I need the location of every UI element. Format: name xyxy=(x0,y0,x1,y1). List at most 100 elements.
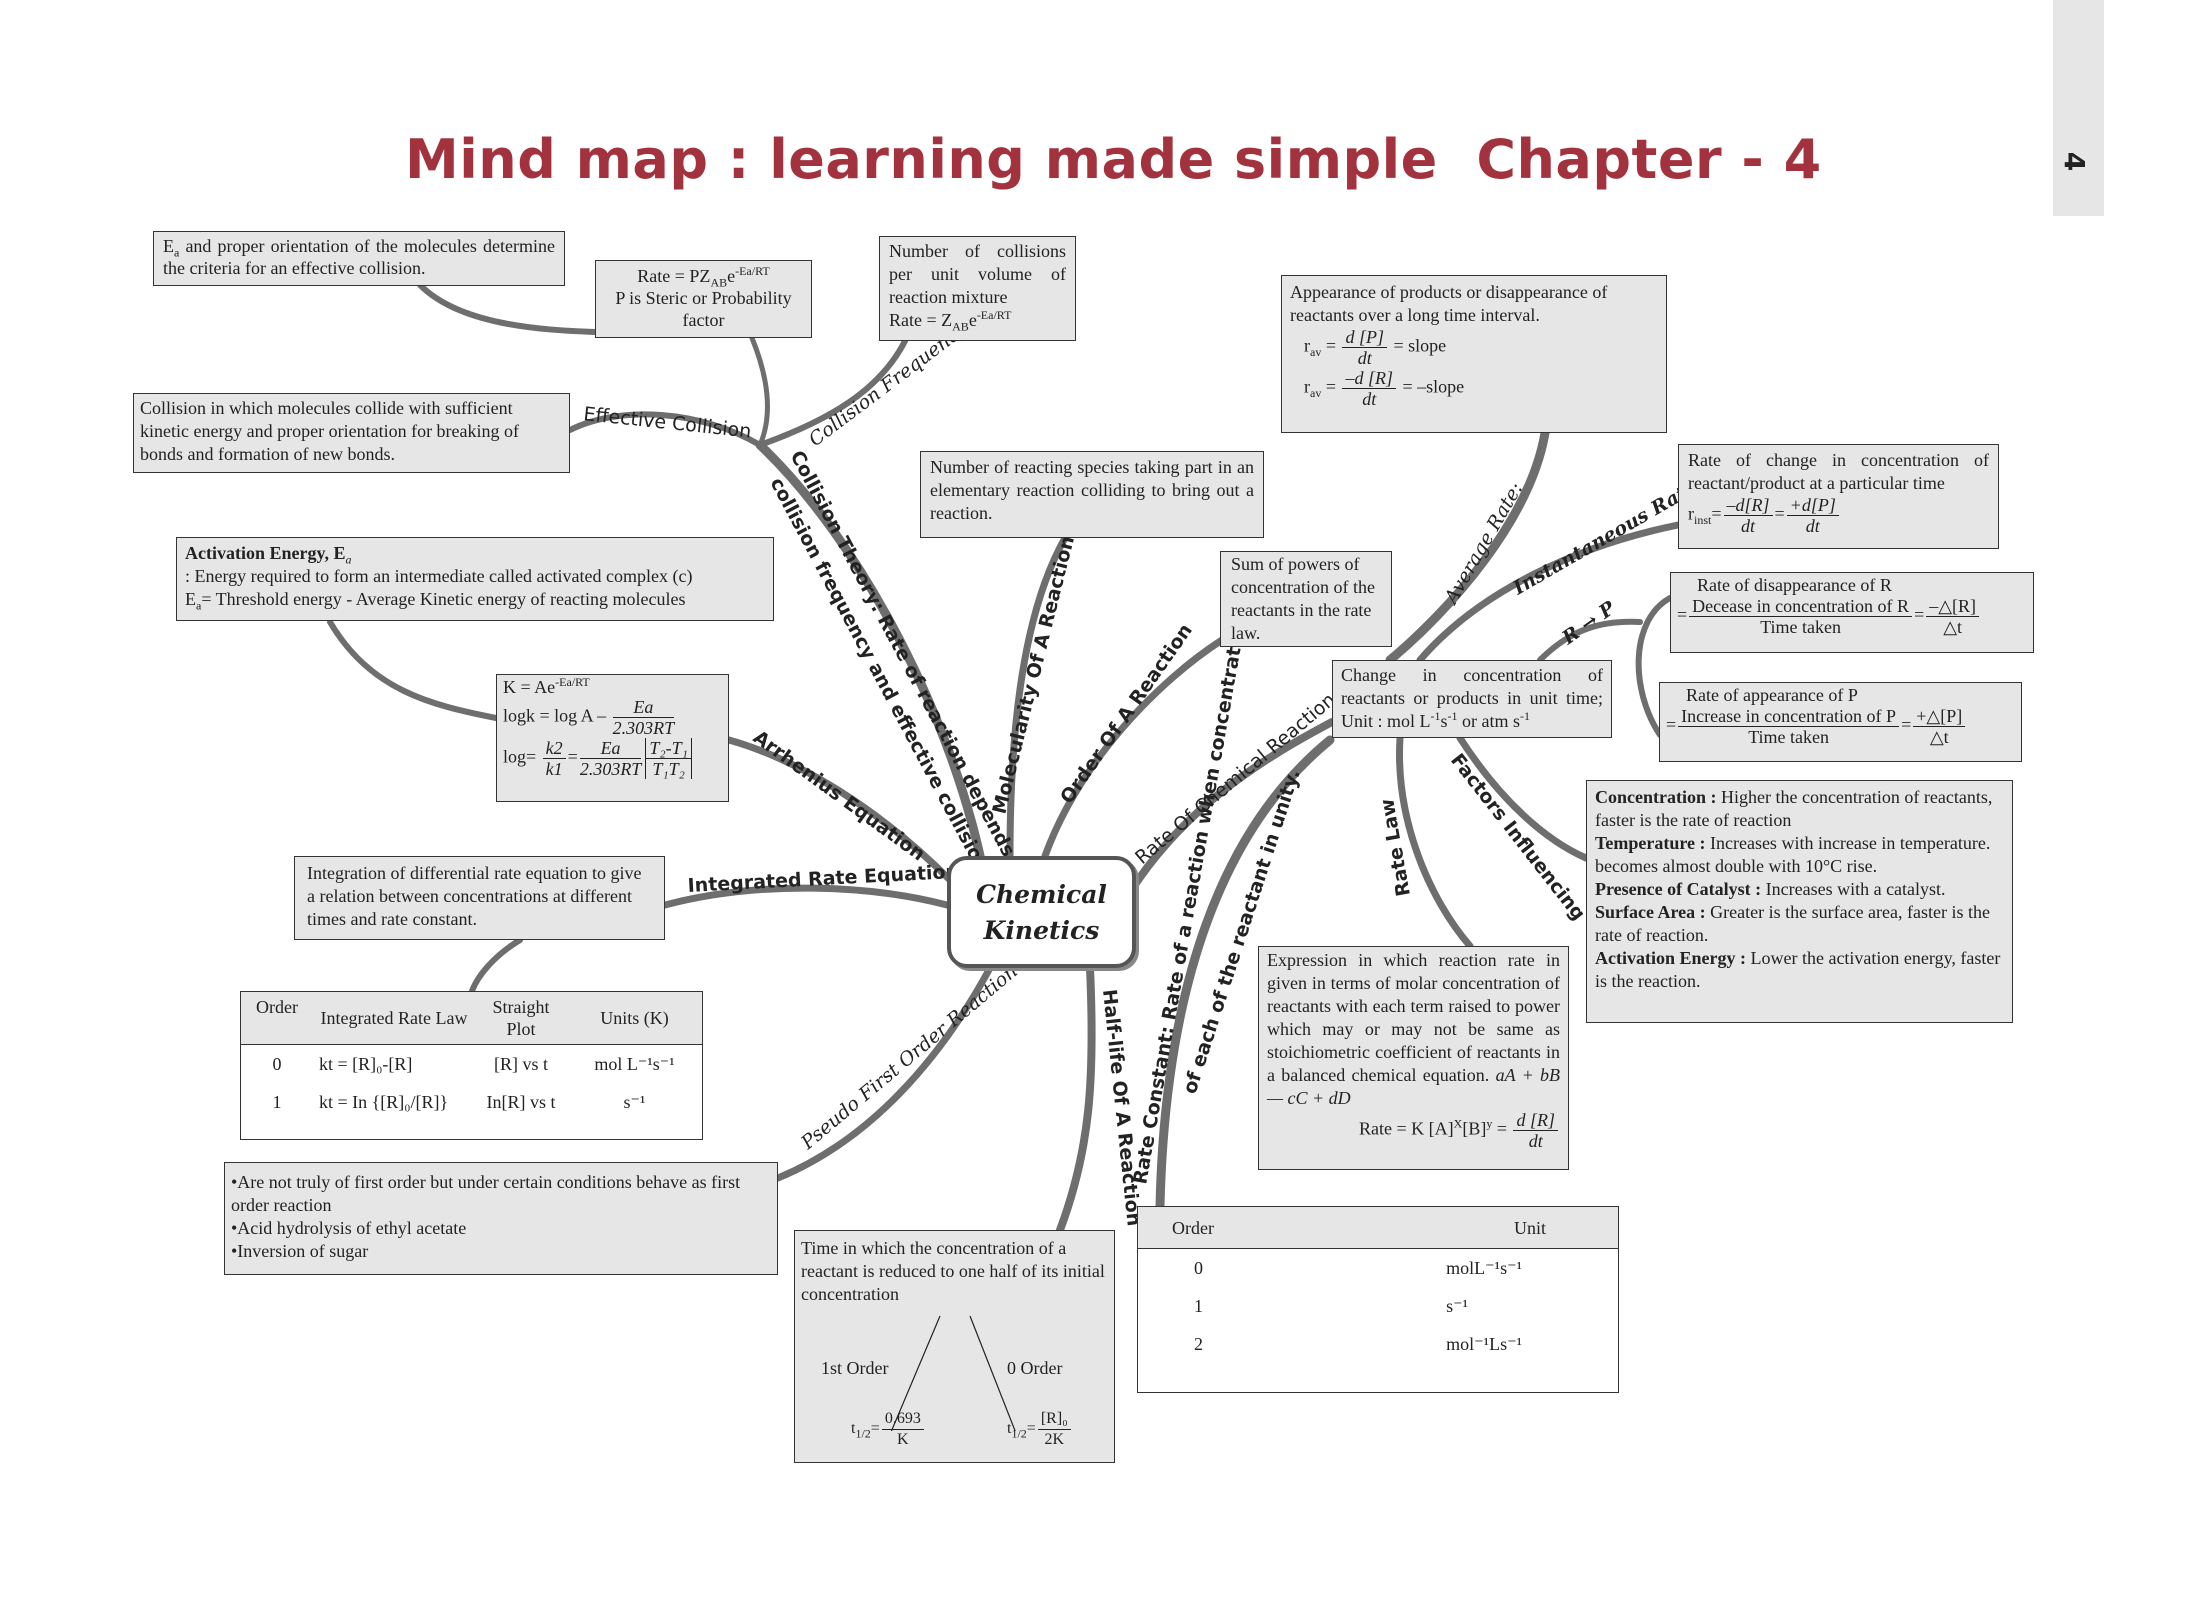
branch-instantaneous xyxy=(1416,521,1682,664)
text: r xyxy=(1304,376,1310,397)
cell: [R] vs t xyxy=(494,1054,548,1074)
text: Rate = PZ xyxy=(637,266,711,286)
cell: mol L⁻¹s⁻¹ xyxy=(594,1054,675,1074)
text: av xyxy=(1310,386,1322,401)
text: X xyxy=(1453,1116,1463,1131)
pz-box: Rate = PZABe-Ea/RT P is Steric or Probab… xyxy=(595,260,812,338)
text: = Threshold energy - Average Kinetic ene… xyxy=(201,589,686,609)
text: 1/2 xyxy=(855,1426,871,1441)
molecularity-box: Number of reacting species taking part i… xyxy=(920,451,1264,538)
instantaneous-rate-box: Rate of change in concentration of react… xyxy=(1678,444,1999,549)
page-title: Mind map : learning made simple Chapter … xyxy=(405,128,1822,191)
text: k2 xyxy=(542,738,566,759)
text: r xyxy=(1688,503,1694,524)
text: = xyxy=(1711,503,1722,524)
text: Ea xyxy=(579,738,642,759)
fraction: –d[R]dt xyxy=(1723,495,1773,536)
text: K xyxy=(897,1431,909,1448)
table-row: 0 kt = [R]₀-[R] [R] vs t mol L⁻¹s⁻¹ xyxy=(241,1045,702,1084)
text: aA + bB — cC + dD xyxy=(1267,1065,1561,1108)
cell: mol⁻¹Ls⁻¹ xyxy=(1446,1334,1522,1354)
page-tab: 4 xyxy=(2053,0,2104,216)
text: 0 Order xyxy=(1007,1358,1063,1378)
text: = xyxy=(870,1420,880,1438)
cell: s⁻¹ xyxy=(623,1092,646,1112)
branch-rate-of-reaction xyxy=(1121,718,1336,904)
text: Time taken xyxy=(1760,617,1842,637)
text: and proper orientation of the molecules … xyxy=(163,236,555,278)
text: Surface Area : xyxy=(1595,902,1706,922)
text: d [R] xyxy=(1513,1110,1558,1131)
column-header: Units (K) xyxy=(567,992,702,1045)
text: Rate = K [A] xyxy=(1359,1118,1454,1139)
text: = xyxy=(1321,335,1336,356)
text: 2.303RT xyxy=(579,759,642,779)
table-header: Order Integrated Rate Law Straight Plot … xyxy=(241,992,702,1045)
fraction: +d[P]dt xyxy=(1786,495,1839,536)
text: Rate of appearance of P xyxy=(1686,685,1858,705)
text: –△[R] xyxy=(1926,596,1980,617)
text: -Ea/RT xyxy=(976,308,1012,322)
half-life-tree-lines xyxy=(890,1315,1016,1431)
text: Rate of change in concentration of react… xyxy=(1688,450,1989,493)
branch-order xyxy=(1041,636,1226,860)
cell: molL⁻¹s⁻¹ xyxy=(1446,1258,1522,1278)
fraction: d [P]dt xyxy=(1342,327,1387,368)
branch-integration-table xyxy=(469,937,523,994)
text: K = Ae xyxy=(503,677,556,697)
text: Number of collisions per unit volume of … xyxy=(889,241,1066,307)
factor-item: Temperature : Increases with increase in… xyxy=(1595,832,2004,878)
integrated-rate-table: Order Integrated Rate Law Straight Plot … xyxy=(240,991,703,1140)
cell: 2 xyxy=(1194,1334,1203,1354)
text: 0.693 xyxy=(881,1409,924,1430)
column-header: Integrated Rate Law xyxy=(313,992,475,1045)
text: AB xyxy=(710,275,728,290)
text: = xyxy=(1914,604,1925,625)
text: T₂-T₁ xyxy=(646,738,691,759)
text: dt xyxy=(1528,1131,1543,1151)
text: k1 xyxy=(545,759,563,779)
text: : Energy required to form an intermediat… xyxy=(185,566,693,586)
text: t xyxy=(1007,1420,1012,1438)
text: T₁T₂ xyxy=(652,759,685,779)
text: -1 xyxy=(1447,709,1458,723)
text: -Ea/RT xyxy=(735,264,770,278)
integration-box: Integration of differential rate equatio… xyxy=(294,856,665,940)
text: –d [R] xyxy=(1342,368,1396,389)
branch-r-to-p xyxy=(1537,618,1643,663)
text: = xyxy=(1677,604,1688,625)
cell: kt = In {[R]₀/[R]} xyxy=(319,1092,449,1112)
ea-orientation-box: Ea and proper orientation of the molecul… xyxy=(153,231,565,286)
branch-integrated xyxy=(661,884,951,909)
table-row: 2 mol⁻¹Ls⁻¹ xyxy=(1138,1325,1618,1363)
text: -1 xyxy=(1430,709,1441,723)
text: Change in concentration of reactants or … xyxy=(1341,665,1603,731)
list-item: •Inversion of sugar xyxy=(231,1241,369,1261)
half-life-box: Time in which the concentration of a rea… xyxy=(794,1230,1115,1463)
text: 1/2 xyxy=(1011,1426,1027,1441)
branch-molecularity xyxy=(1006,534,1069,860)
text: = xyxy=(1321,376,1336,397)
branch-average-rate xyxy=(1385,428,1550,665)
branch-rate-constant xyxy=(1155,735,1335,1211)
branch-r-to-p-split xyxy=(1635,595,1673,738)
branch-arrhenius xyxy=(725,736,954,884)
text: e xyxy=(968,310,977,330)
text: Concentration : xyxy=(1595,787,1717,807)
central-topic-line2: Kinetics xyxy=(983,916,1100,945)
text: s xyxy=(1440,711,1448,731)
text: logk = log A – xyxy=(503,705,607,726)
factor-item: Concentration : Higher the concentration… xyxy=(1595,786,2004,832)
text: a xyxy=(345,552,352,567)
central-topic: Chemical Kinetics xyxy=(947,856,1136,968)
label-pseudo: Pseudo First Order Reaction xyxy=(796,960,1022,1154)
